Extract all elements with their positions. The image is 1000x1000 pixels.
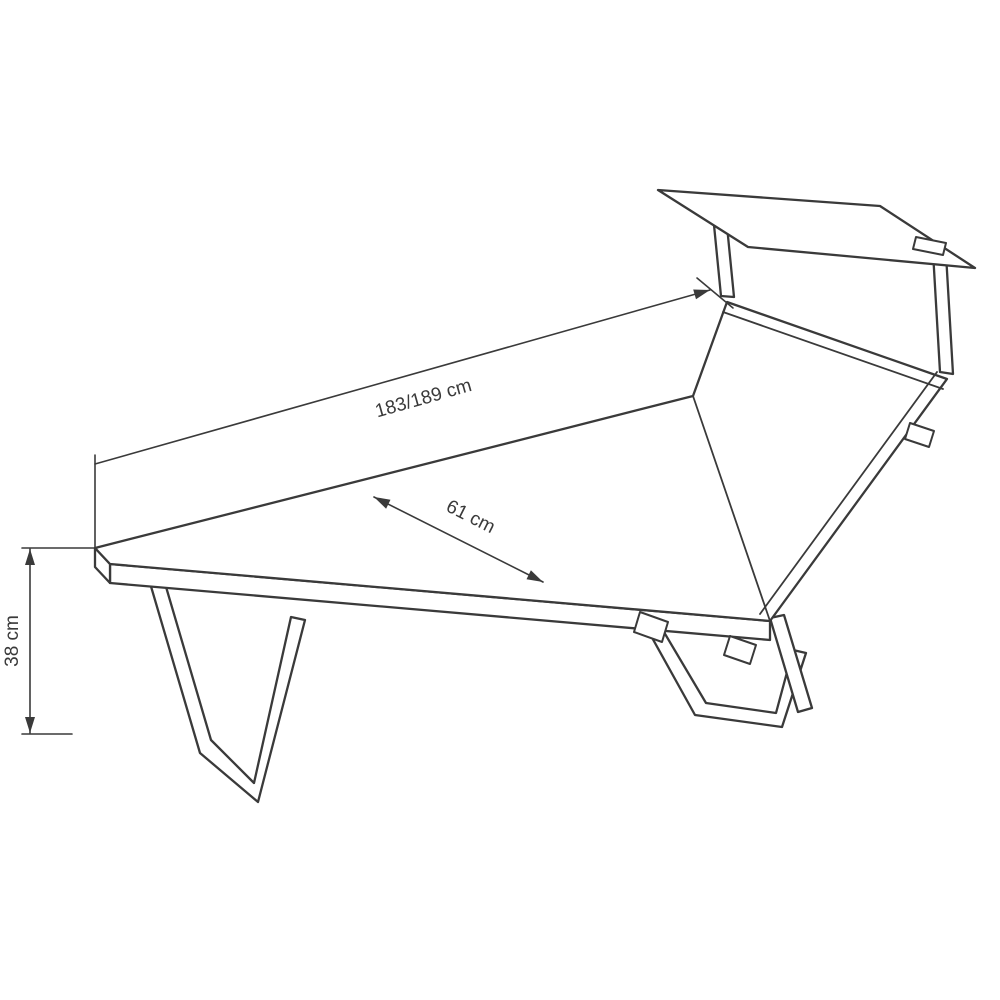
height-dimension-label: 38 cm — [2, 615, 23, 667]
length-extension-line-right — [696, 277, 734, 309]
height-arrowhead-bottom — [25, 717, 35, 733]
dimension-height: 38 cm — [2, 547, 98, 735]
front-left-leg-frame — [148, 578, 307, 804]
width-dimension-line — [373, 496, 544, 583]
length-arrowhead — [693, 289, 710, 300]
backrest-side-bar-inner-line — [759, 371, 938, 615]
canopy-clamp-bracket — [904, 422, 935, 448]
hinge-bracket-right — [723, 635, 757, 665]
lounger-body — [93, 300, 949, 665]
length-dimension-line — [94, 289, 711, 465]
width-arrowhead-lower — [526, 570, 543, 582]
sunshade-canopy — [656, 188, 977, 376]
canopy-adjuster-tab — [912, 236, 947, 256]
hinge-bracket-left — [633, 611, 669, 643]
backrest-top-bar-inner-line — [722, 311, 944, 390]
width-arrowhead-upper — [374, 497, 391, 509]
length-dimension-label: 183/189 cm — [373, 375, 474, 422]
backrest-fold-line — [692, 395, 771, 622]
rear-right-leg — [768, 613, 814, 714]
bed-and-backrest-surface — [93, 300, 949, 623]
height-arrowhead-top — [25, 549, 35, 565]
canopy-right-post — [931, 250, 955, 376]
canopy-panel — [656, 188, 977, 270]
